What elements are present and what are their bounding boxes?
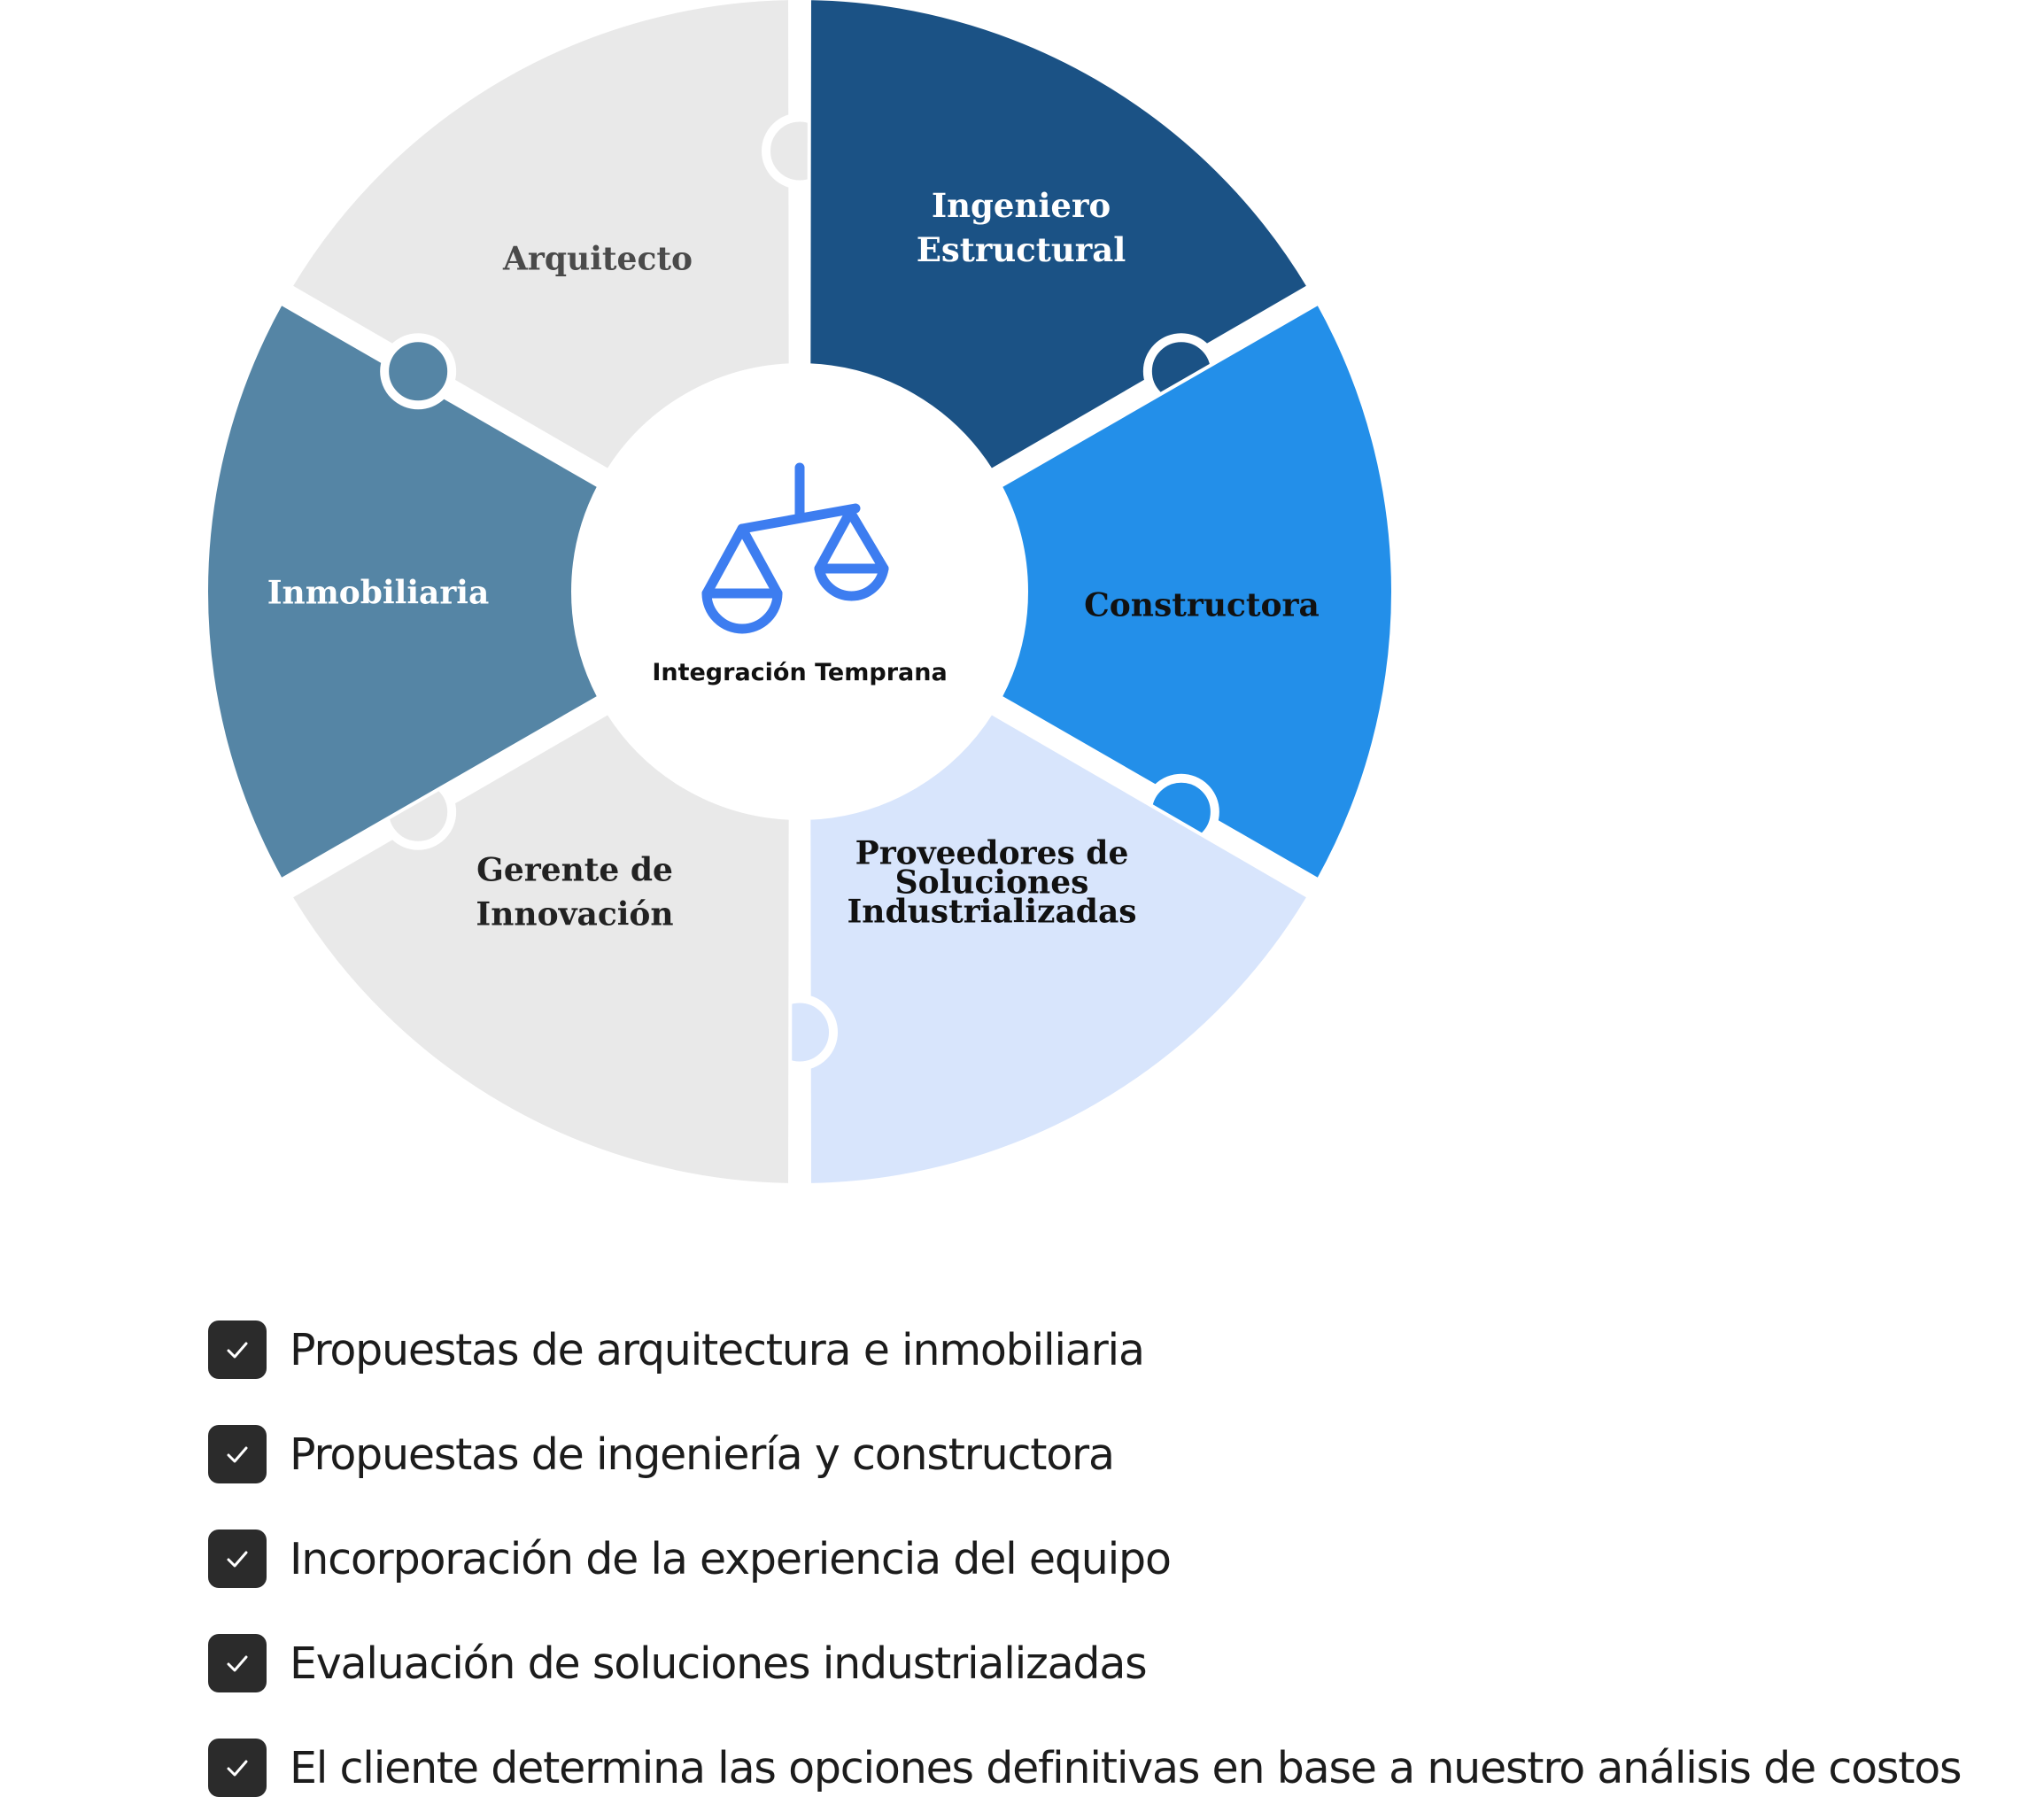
segment-label-gerente: Gerente de Innovación: [476, 852, 673, 933]
puzzle-wheel-diagram: Integración Temprana Arquitecto Ingeniero…: [204, 0, 1396, 1187]
checkmark-icon: [208, 1530, 267, 1588]
segment-label-line: Arquitecto: [502, 241, 693, 278]
checklist-item: Propuestas de arquitectura e inmobiliari…: [208, 1297, 1961, 1402]
checkmark-icon: [208, 1425, 267, 1483]
segment-label-arquitecto: Arquitecto: [502, 241, 693, 278]
segment-label-line: Estructural: [917, 230, 1126, 269]
checklist-item: Evaluación de soluciones industrializada…: [208, 1611, 1961, 1715]
checklist-item-text: El cliente determina las opciones defini…: [290, 1742, 1962, 1793]
checklist-item: El cliente determina las opciones defini…: [208, 1715, 1962, 1820]
segment-label-line: Gerente de: [476, 852, 673, 889]
checklist-item-text: Propuestas de ingeniería y constructora: [290, 1429, 1115, 1480]
segment-inmobiliaria: [204, 301, 601, 882]
segment-label-line: Industrializadas: [847, 894, 1136, 931]
segment-label-constructora: Constructora: [1084, 587, 1320, 624]
checklist-item-text: Propuestas de arquitectura e inmobiliari…: [290, 1324, 1145, 1375]
segment-constructora: [998, 301, 1396, 882]
segment-label-line: Proveedores de: [855, 835, 1129, 872]
segment-label-line: Innovación: [476, 896, 673, 933]
center-hub: [583, 375, 1017, 809]
checkmark-icon: [208, 1739, 267, 1797]
checklist-item-text: Evaluación de soluciones industrializada…: [290, 1638, 1148, 1689]
segment-label-line: Ingeniero: [932, 186, 1111, 225]
segment-label-line: Inmobiliaria: [267, 575, 490, 612]
checkmark-icon: [208, 1634, 267, 1692]
segment-label-line: Soluciones: [895, 864, 1089, 902]
segment-proveedores: [807, 710, 1311, 1187]
checklist-item: Propuestas de ingeniería y constructora: [208, 1402, 1961, 1506]
balance-scale-icon: [701, 462, 889, 634]
checklist: Propuestas de arquitectura e inmobiliari…: [208, 1297, 1962, 1820]
checkmark-icon: [208, 1320, 267, 1379]
checklist-item-text: Incorporación de la experiencia del equi…: [290, 1533, 1172, 1584]
puzzle-tab-inmobiliaria: [380, 333, 457, 410]
center-label: Integración Temprana: [652, 659, 947, 686]
segment-label-line: Constructora: [1084, 587, 1320, 624]
segment-label-inmobiliaria: Inmobiliaria: [267, 575, 490, 612]
checklist-item: Incorporación de la experiencia del equi…: [208, 1506, 1961, 1611]
